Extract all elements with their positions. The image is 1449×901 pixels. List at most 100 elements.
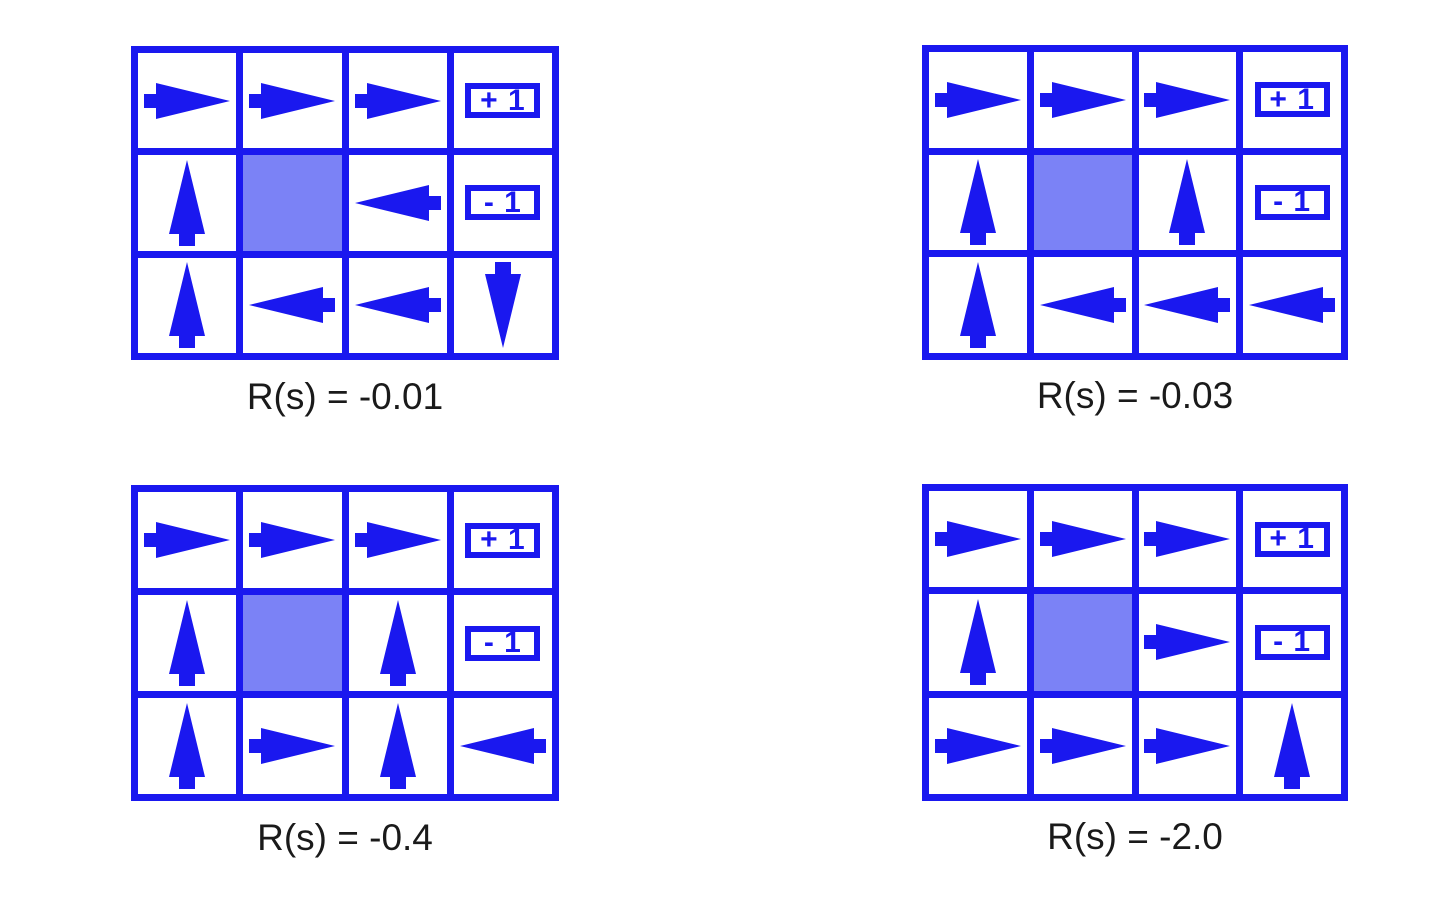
reward-chip-positive: + 1 — [465, 83, 541, 119]
arrow-up-icon — [375, 600, 421, 686]
policy-cell-right[interactable] — [1138, 594, 1237, 691]
wall-cell — [243, 155, 342, 251]
panel-caption: R(s) = -0.01 — [246, 376, 444, 417]
policy-grid: + 1 - 1 — [922, 45, 1348, 360]
arrow-up-icon — [1269, 702, 1315, 789]
arrow-up-icon — [375, 703, 421, 789]
policy-cell-down[interactable] — [453, 257, 552, 353]
reward-chip-negative: - 1 — [1254, 624, 1330, 660]
policy-cell-left[interactable] — [243, 257, 342, 353]
arrow-right-icon — [1144, 77, 1231, 123]
arrow-left-icon — [354, 282, 441, 328]
policy-grid: + 1 - 1 — [131, 485, 559, 801]
policy-cell-right[interactable] — [243, 492, 342, 588]
arrow-left-icon — [249, 282, 336, 328]
policy-cell-up[interactable] — [929, 257, 1027, 353]
policy-cell-left[interactable] — [1243, 257, 1341, 353]
arrow-left-icon — [459, 723, 546, 769]
arrow-right-icon — [1144, 723, 1231, 769]
arrow-up-icon — [164, 703, 210, 789]
policy-cell-left[interactable] — [348, 155, 447, 251]
policy-cell-up[interactable] — [929, 594, 1027, 691]
arrow-up-icon — [1164, 159, 1210, 246]
reward-chip-negative: - 1 — [465, 625, 541, 661]
arrow-right-icon — [354, 78, 441, 124]
policy-panel: + 1 - 1 R(s) = -0.03 — [922, 45, 1348, 416]
arrow-right-icon — [1144, 516, 1231, 562]
arrow-right-icon — [354, 517, 441, 563]
arrow-left-icon — [1144, 282, 1231, 328]
policy-cell-up[interactable] — [138, 155, 237, 251]
arrow-left-icon — [354, 180, 441, 226]
panel-caption: R(s) = -0.03 — [1036, 375, 1234, 416]
policy-cell-right[interactable] — [1033, 52, 1132, 148]
policy-cell-up[interactable] — [348, 595, 447, 691]
policy-cell-right[interactable] — [243, 698, 342, 794]
policy-cell-right[interactable] — [243, 53, 342, 149]
policy-cell-right[interactable] — [138, 492, 237, 588]
wall-cell — [1033, 594, 1132, 691]
arrow-right-icon — [249, 517, 336, 563]
policy-cell-up[interactable] — [1138, 154, 1237, 251]
arrow-up-icon — [955, 262, 1001, 349]
terminal-negative-cell[interactable]: - 1 — [1243, 594, 1341, 691]
policy-cell-right[interactable] — [929, 52, 1027, 148]
terminal-positive-cell[interactable]: + 1 — [1243, 52, 1341, 148]
policy-cell-right[interactable] — [1138, 491, 1237, 588]
panel-caption: R(s) = -2.0 — [1047, 816, 1223, 857]
arrow-right-icon — [249, 723, 336, 769]
arrow-up-icon — [164, 159, 210, 246]
policy-cell-right[interactable] — [929, 491, 1027, 588]
reward-chip-positive: + 1 — [1254, 82, 1330, 118]
policy-cell-right[interactable] — [348, 53, 447, 149]
arrow-up-icon — [164, 600, 210, 686]
policy-panel: + 1 - 1 R(s) = -0.4 — [131, 485, 559, 858]
terminal-negative-cell[interactable]: - 1 — [1243, 154, 1341, 251]
arrow-up-icon — [955, 599, 1001, 686]
policy-cell-left[interactable] — [1138, 257, 1237, 353]
reward-chip-positive: + 1 — [465, 522, 541, 558]
arrow-left-icon — [1249, 282, 1336, 328]
reward-chip-negative: - 1 — [1254, 184, 1330, 220]
policy-panel: + 1 - 1 R(s) = -0.01 — [131, 46, 559, 417]
policy-cell-right[interactable] — [1033, 491, 1132, 588]
policy-cell-right[interactable] — [138, 53, 237, 149]
arrow-right-icon — [934, 516, 1021, 562]
arrow-right-icon — [934, 723, 1021, 769]
arrow-right-icon — [1039, 516, 1126, 562]
arrow-left-icon — [1039, 282, 1126, 328]
policy-cell-up[interactable] — [138, 257, 237, 353]
policy-cell-up[interactable] — [348, 698, 447, 794]
arrow-right-icon — [1039, 723, 1126, 769]
policy-cell-left[interactable] — [348, 257, 447, 353]
arrow-right-icon — [1039, 77, 1126, 123]
terminal-positive-cell[interactable]: + 1 — [453, 53, 552, 149]
policy-cell-up[interactable] — [929, 154, 1027, 251]
policy-cell-left[interactable] — [1033, 257, 1132, 353]
policy-cell-up[interactable] — [138, 595, 237, 691]
policy-cell-right[interactable] — [1138, 697, 1237, 794]
reward-chip-negative: - 1 — [465, 185, 541, 221]
terminal-positive-cell[interactable]: + 1 — [453, 492, 552, 588]
policy-cell-right[interactable] — [348, 492, 447, 588]
terminal-negative-cell[interactable]: - 1 — [453, 595, 552, 691]
arrow-right-icon — [144, 517, 231, 563]
policy-cell-up[interactable] — [1243, 697, 1341, 794]
wall-cell — [243, 595, 342, 691]
policy-grid: + 1 - 1 — [131, 46, 559, 360]
policy-panel: + 1 - 1 R(s) = -2.0 — [922, 484, 1348, 857]
arrow-right-icon — [934, 77, 1021, 123]
arrow-right-icon — [144, 78, 231, 124]
policy-cell-up[interactable] — [138, 698, 237, 794]
arrow-up-icon — [164, 262, 210, 349]
policy-cell-right[interactable] — [1138, 52, 1237, 148]
panel-caption: R(s) = -0.4 — [257, 817, 433, 858]
policy-cell-left[interactable] — [453, 698, 552, 794]
terminal-negative-cell[interactable]: - 1 — [453, 155, 552, 251]
terminal-positive-cell[interactable]: + 1 — [1243, 491, 1341, 588]
policy-cell-right[interactable] — [929, 697, 1027, 794]
wall-cell — [1033, 154, 1132, 251]
policy-grid: + 1 - 1 — [922, 484, 1348, 801]
policy-cell-right[interactable] — [1033, 697, 1132, 794]
